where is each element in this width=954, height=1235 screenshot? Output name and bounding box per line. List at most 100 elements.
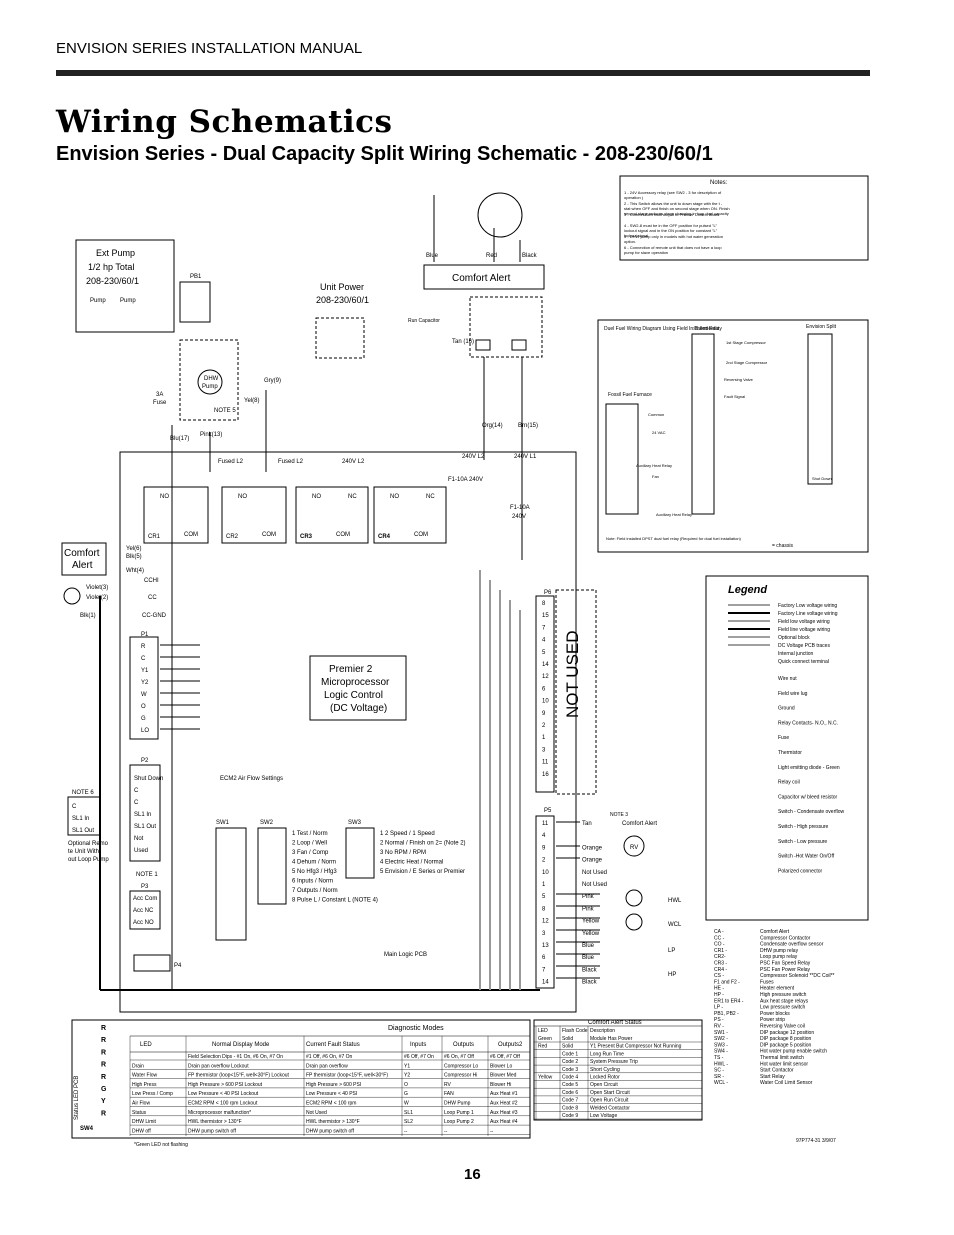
dhw-box <box>179 339 239 421</box>
relay-no-label: NO <box>160 494 169 500</box>
diag-cell: O <box>404 1082 408 1088</box>
ext-pump-l3: 208-230/60/1 <box>86 276 139 286</box>
ca-cell: Code 1 <box>562 1051 578 1057</box>
power-feeds <box>483 357 523 560</box>
cr1-box <box>143 486 209 544</box>
legend-abbr-desc: Comfort Alert <box>760 929 790 935</box>
sw2-setting: 3 Fan / Comp <box>292 850 329 856</box>
sw3-label: SW3 <box>348 820 362 826</box>
p4-block <box>133 954 171 972</box>
p5-pin: 1 <box>542 882 546 888</box>
legend-abbr: CS - <box>714 973 724 979</box>
dhw-l2: Pump <box>202 384 218 390</box>
wire-blu17: Blu(17) <box>170 436 189 442</box>
p6-pin: 5 <box>542 650 546 656</box>
relay-name: CR2 <box>226 534 239 540</box>
diag-led-letter: R <box>101 1037 106 1044</box>
p6-pin: 7 <box>542 625 546 631</box>
ca-cell: Locked Rotor <box>590 1075 620 1081</box>
legend-item: Switch - Low pressure <box>778 839 827 845</box>
diag-cell: Aux Heat #2 <box>490 1101 518 1107</box>
note-text: lockout signal and in the ON position fo… <box>624 228 718 233</box>
wire-blue: Blue <box>426 253 439 259</box>
fused-l2-b: Fused L2 <box>278 459 304 465</box>
fuse-l2: Fuse <box>153 400 167 406</box>
p3-pin-label: Acc NC <box>133 908 154 914</box>
ca-cell: Short Cycling <box>590 1067 620 1073</box>
dual-fuel-label: Auxiliary Heat Relay <box>656 512 692 517</box>
sensor-lp: LP <box>668 948 675 954</box>
premier-l2: Microprocessor <box>321 677 390 688</box>
diag-title: Diagnostic Modes <box>388 1025 444 1032</box>
legend-item: Relay Contacts- N.O., N.C. <box>778 720 838 726</box>
wire-pink13: Pink(13) <box>200 432 222 438</box>
legend-abbr: SW4 - <box>714 1049 728 1055</box>
status-led-label: Status LED PCB <box>74 1076 80 1120</box>
f1-10a-240v: F1-10A 240V <box>448 477 483 483</box>
p5-wire-label: Black <box>582 967 598 973</box>
note6-pin-label: C <box>72 804 77 810</box>
p5-pin: 8 <box>542 906 546 912</box>
legend-item: Switch - High pressure <box>778 824 829 830</box>
pump-wires <box>171 390 267 990</box>
legend-abbr-desc: Thermal limit switch <box>760 1055 804 1061</box>
diag-cell: Microprocessor malfunction* <box>188 1110 251 1116</box>
diag-cell: Blower Hi <box>490 1082 511 1088</box>
relay-no-label: NO <box>238 494 247 500</box>
dual-fuel-thermostat: Thermostat <box>694 326 720 332</box>
note1-label: NOTE 1 <box>136 872 158 878</box>
wire-vio3: Violet(3) <box>86 585 108 591</box>
p5-pin: 5 <box>542 894 546 900</box>
compressor-wires <box>433 195 521 262</box>
diag-led-letter: R <box>101 1025 106 1032</box>
f1-10a: F1-10A <box>510 505 530 511</box>
thermostat-strip <box>691 333 715 515</box>
dual-fuel-label: Fan <box>652 474 659 479</box>
legend-abbr-desc: High pressure switch <box>760 992 807 998</box>
pcb-traces <box>479 570 521 990</box>
wire-tan: Tan (16) <box>452 339 474 345</box>
diag-cell: Not Used <box>306 1110 327 1116</box>
note6-title: NOTE 6 <box>72 790 94 796</box>
legend-item: Fuse <box>778 735 789 741</box>
sw2-setting: 8 Pulse L / Constant L (NOTE 4) <box>292 898 378 904</box>
cc-label: CC <box>148 595 157 601</box>
legend-abbr-desc: Aux heat stage relays <box>760 998 809 1004</box>
unit-power-l2: 208-230/60/1 <box>316 295 369 305</box>
diag-cell: Loop Pump 1 <box>444 1110 474 1116</box>
p5-pin: 4 <box>542 833 546 839</box>
legend-abbr: PS - <box>714 1017 724 1023</box>
unit-power-l1: Unit Power <box>320 282 364 292</box>
legend-item: Field line voltage wiring <box>778 627 830 633</box>
ca-cell: Open Circuit <box>590 1082 618 1088</box>
diag-led-letter: R <box>101 1062 106 1069</box>
comfort-alert-box <box>61 542 107 576</box>
diag-cell: #6 On, #7 Off <box>444 1054 475 1060</box>
legend-item: Factory Line voltage wiring <box>778 611 838 617</box>
v240-l1: 240V L1 <box>514 454 537 460</box>
legend-abbr-desc: PSC Fan Power Relay <box>760 967 811 973</box>
p1-wires <box>160 644 200 730</box>
diag-led-letter: R <box>101 1049 106 1056</box>
diag-cell: Drain pan overflow Lockout <box>188 1063 249 1069</box>
diag-cell: High Pressure > 600 PSI Lockout <box>188 1082 263 1088</box>
diag-header-cell: Normal Display Mode <box>212 1042 270 1048</box>
p1-pin-label: G <box>141 716 146 722</box>
comfort-alert-box-l1: Comfort <box>64 548 100 559</box>
rv-coil-symbol <box>623 835 645 857</box>
legend-abbr-desc: Start Relay <box>760 1074 785 1080</box>
legend-abbr: SW2 - <box>714 1036 728 1042</box>
diag-cell: Blower Lo <box>490 1063 512 1069</box>
pb1-label: PB1 <box>190 274 202 280</box>
legend-abbr-desc: Start Contactor <box>760 1068 794 1074</box>
diag-cell: FP thermistor (loop<15°F, well<30°F) <box>306 1073 388 1079</box>
pump-label-1: Pump <box>90 298 106 304</box>
diag-cell: Water Flow <box>132 1073 157 1079</box>
unit-power-block <box>315 317 365 359</box>
relay-nc-label: NC <box>426 494 435 500</box>
relay-name: CR4 <box>378 534 391 540</box>
bottom-bus <box>99 596 540 991</box>
legend-item: Switch -Hot Water On/Off <box>778 854 835 860</box>
note-text: 5 - DHW pump only in models with hot wat… <box>624 234 723 239</box>
